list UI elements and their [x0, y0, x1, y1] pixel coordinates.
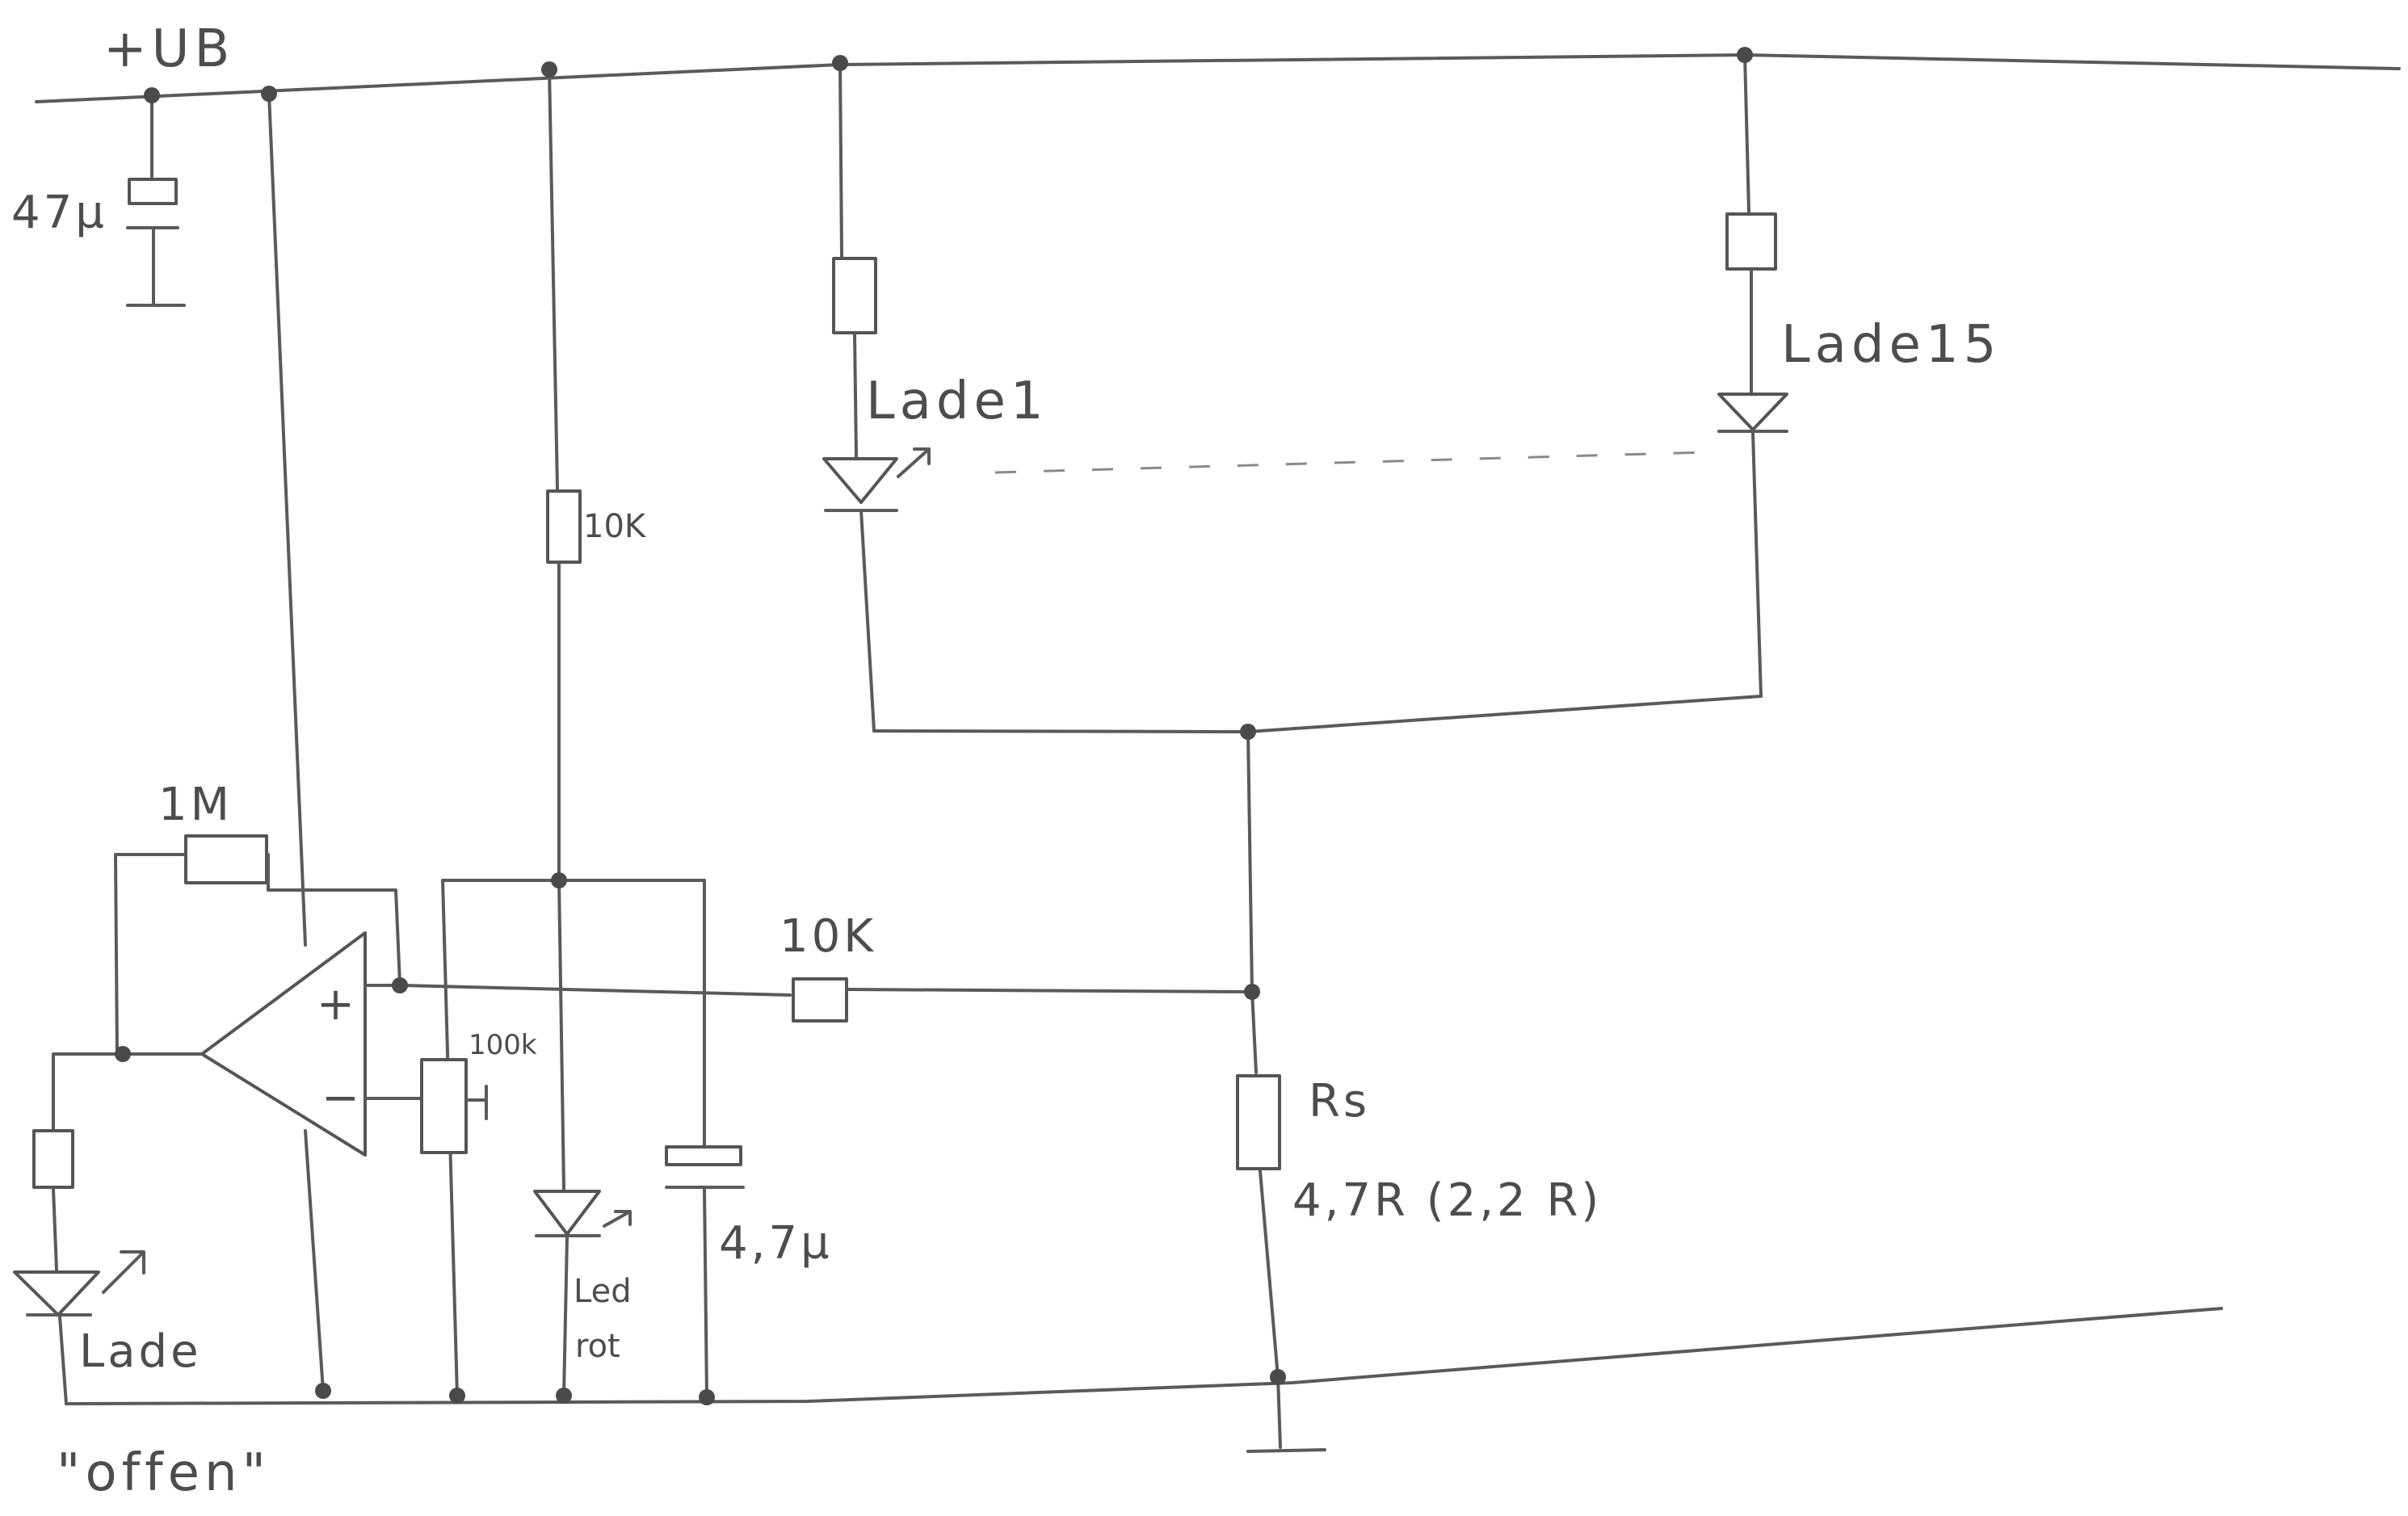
led-charge-branch [13, 1052, 145, 1405]
reference-capacitor-label: 4,7µ [719, 1217, 833, 1270]
potentiometer-label: 100k [469, 1029, 537, 1061]
led-last-label: Lade15 [1781, 315, 2001, 375]
junction-nodes [115, 47, 1753, 1405]
sense-resistor-label: Rs [1309, 1075, 1370, 1128]
sense-resistor-value: 4,7R (2,2 R) [1292, 1174, 1602, 1227]
resistor-10k-top [546, 68, 582, 882]
plus-input-wire [401, 984, 792, 997]
opamp-minus-label: − [321, 1072, 363, 1124]
potentiometer-100k [420, 1058, 488, 1154]
led-charge-label: Lade [79, 1325, 202, 1378]
led-red-label-line2: rot [575, 1328, 620, 1365]
input-resistor-label: 10K [780, 910, 876, 963]
feedback-resistor-label: 1M [158, 779, 233, 831]
feedback-resistor-1m [114, 834, 401, 1056]
sense-resistor [1236, 990, 1326, 1453]
opamp [121, 931, 422, 1157]
supply-to-opamp-wire [267, 92, 307, 947]
open-note-label: "offen" [57, 1443, 271, 1503]
supply-capacitor-label: 47µ [11, 187, 107, 239]
collector-to-sense-wire [1246, 730, 1254, 993]
supply-capacitor [126, 94, 186, 307]
led-collector-wire [872, 695, 1763, 733]
led-red-label-line1: Led [574, 1273, 632, 1310]
repeated-leds-dashes [994, 451, 1705, 474]
led-branch-last [1717, 53, 1788, 698]
input-resistor-10k [792, 977, 1254, 1023]
supply-rail [35, 53, 2401, 103]
led-red-reference [533, 879, 632, 1397]
led-first-label: Lade1 [866, 372, 1049, 431]
supply-label: +UB [103, 19, 234, 79]
ground-rail [65, 1307, 2223, 1405]
opamp-plus-label: + [317, 978, 358, 1031]
led-branch-first [822, 61, 931, 733]
resistor-10k-top-label: 10K [583, 508, 647, 545]
opamp-to-ground-wire [304, 1129, 325, 1392]
reference-capacitor [665, 879, 745, 1399]
